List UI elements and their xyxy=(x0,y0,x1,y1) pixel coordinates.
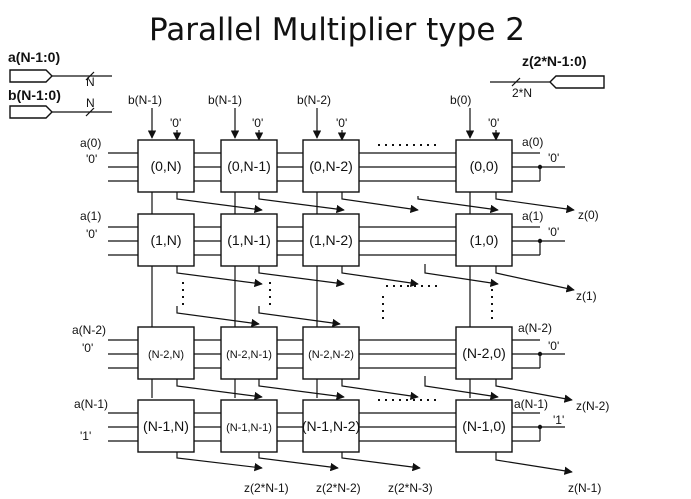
cell-label: (1,0) xyxy=(470,232,499,248)
array-cell xyxy=(220,213,278,267)
port-b-input: b(N-1:0) N xyxy=(8,87,112,119)
cell-label: (N-1,N-2) xyxy=(302,418,360,434)
row-right-const: '0' xyxy=(548,151,559,165)
cell-label: (N-2,N-2) xyxy=(308,349,354,361)
array-cell xyxy=(220,399,278,453)
array-cell xyxy=(137,326,195,380)
row-right-a-label: a(N-2) xyxy=(518,321,552,335)
cell-label: (1,N) xyxy=(150,232,181,248)
cell-label: (N-1,N) xyxy=(143,418,189,434)
cell-label: (0,N-1) xyxy=(227,158,271,174)
row-right-const: '0' xyxy=(548,225,559,239)
column-b-label: b(N-2) xyxy=(297,93,331,107)
column-b-label: b(N-1) xyxy=(208,93,242,107)
column-header-2: b(N-2) '0' xyxy=(297,93,347,141)
array-cell xyxy=(302,213,360,267)
column-b-label: b(0) xyxy=(450,93,471,107)
column-header-1: b(N-1) '0' xyxy=(208,93,263,141)
array-cell xyxy=(302,399,360,453)
port-z-output: z(2*N-1:0) 2*N xyxy=(490,53,605,100)
array-row-1: a(1) '0' a(1) '0' (1,N) (1,N-1) (1,N-2) … xyxy=(80,209,597,303)
array-row-0: a(0) '0' a(0) '0' (0,N) (0,N-1) (0,N-2) … xyxy=(80,135,599,222)
array-cell xyxy=(302,326,360,380)
row-right-a-label: a(1) xyxy=(522,209,543,223)
port-a-width: N xyxy=(86,75,95,89)
cell-label: (N-2,0) xyxy=(462,345,506,361)
ellipsis-vertical xyxy=(182,282,493,322)
column-header-3: b(0) '0' xyxy=(450,93,501,141)
row-carry-label: '0' xyxy=(82,341,93,355)
column-header-0: b(N-1) '0' xyxy=(128,93,181,141)
array-cell xyxy=(137,399,195,453)
row-right-a-label: a(N-1) xyxy=(514,397,548,411)
array-cell xyxy=(220,139,278,193)
column-b-label: b(N-1) xyxy=(128,93,162,107)
cell-label: (0,N) xyxy=(150,158,181,174)
array-cell xyxy=(220,326,278,380)
cell-label: (N-2,N-1) xyxy=(226,349,272,361)
array-cell xyxy=(137,213,195,267)
array-cell xyxy=(137,139,195,193)
row-right-const: '0' xyxy=(548,339,559,353)
cell-label: (N-1,N-1) xyxy=(226,422,272,434)
bottom-outputs: z(2*N-1) z(2*N-2) z(2*N-3) xyxy=(244,481,433,495)
cell-label: (0,0) xyxy=(470,158,499,174)
row-carry-label: '1' xyxy=(80,429,91,443)
port-b-width: N xyxy=(86,96,95,110)
cell-label: (N-2,N) xyxy=(148,349,184,361)
bottom-output-label: z(2*N-2) xyxy=(316,481,361,495)
row-output-label: z(N-2) xyxy=(576,399,609,413)
cell-label: (1,N-1) xyxy=(227,232,271,248)
array-row-3: a(N-1) '1' a(N-1) '1' (N-1,N) (N-1,N-1) … xyxy=(74,397,601,495)
array-cell xyxy=(455,399,513,453)
row-a-label: a(N-1) xyxy=(74,397,108,411)
port-z-width: 2*N xyxy=(512,86,532,100)
row-carry-label: '0' xyxy=(86,227,97,241)
bottom-output-label: z(2*N-1) xyxy=(244,481,289,495)
port-z-label: z(2*N-1:0) xyxy=(522,53,587,69)
port-b-label: b(N-1:0) xyxy=(8,87,61,103)
row-a-label: a(1) xyxy=(80,209,101,223)
row-carry-label: '0' xyxy=(86,152,97,166)
vertical-wires xyxy=(151,192,471,398)
column-zero-label: '0' xyxy=(252,116,263,130)
row-output-label: z(1) xyxy=(576,289,597,303)
port-a-label: a(N-1:0) xyxy=(8,49,60,65)
row-output-label: z(0) xyxy=(578,208,599,222)
array-cell xyxy=(302,139,360,193)
cell-label: (1,N-2) xyxy=(309,232,353,248)
diagram-title: Parallel Multiplier type 2 xyxy=(149,12,525,48)
row-right-a-label: a(0) xyxy=(522,135,543,149)
bottom-output-label: z(2*N-3) xyxy=(388,481,433,495)
row-output-label: z(N-1) xyxy=(568,481,601,495)
array-row-2: a(N-2) '0' a(N-2) '0' (N-2,N) (N-2,N-1) … xyxy=(72,321,609,413)
column-zero-label: '0' xyxy=(488,116,499,130)
row-a-label: a(N-2) xyxy=(72,323,106,337)
cell-label: (0,N-2) xyxy=(309,158,353,174)
diagonal-wires xyxy=(176,192,575,475)
row-a-label: a(0) xyxy=(80,136,101,150)
column-zero-label: '0' xyxy=(336,116,347,130)
row-right-const: '1' xyxy=(553,413,564,427)
array-cell xyxy=(455,326,513,380)
port-a-input: a(N-1:0) N xyxy=(8,49,112,89)
array-cell xyxy=(455,213,513,267)
cell-label: (N-1,0) xyxy=(462,418,506,434)
array-cell xyxy=(455,139,513,193)
column-zero-label: '0' xyxy=(170,116,181,130)
